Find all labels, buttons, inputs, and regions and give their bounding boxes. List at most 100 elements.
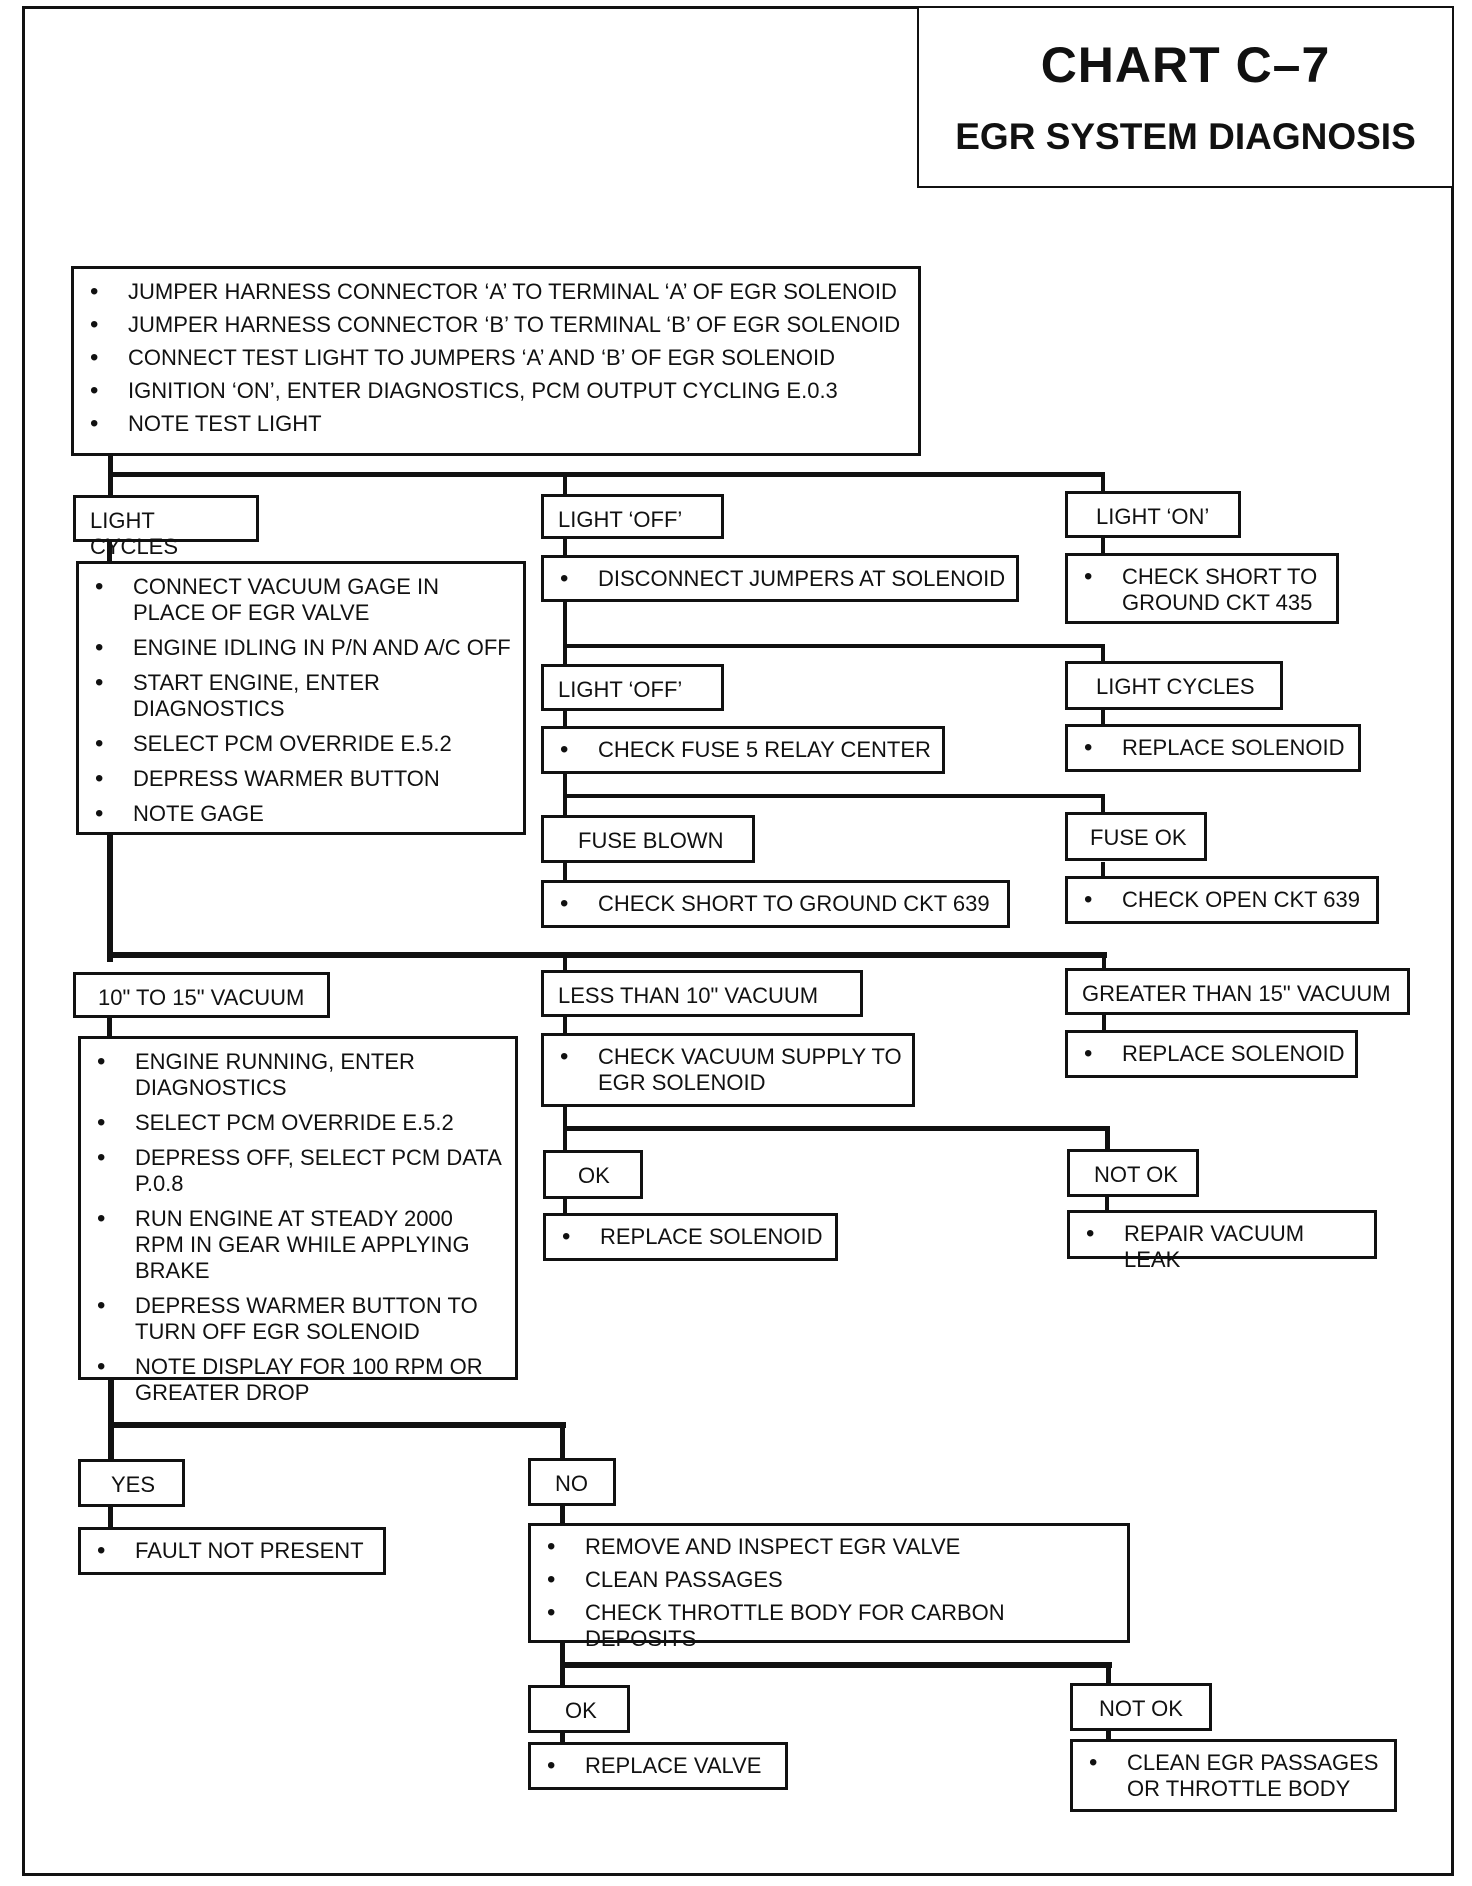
- valve-not-ok-label: NOT OK: [1070, 1683, 1212, 1731]
- step-item: DEPRESS OFF, SELECT PCM DATA P.0.8: [97, 1145, 505, 1197]
- connector-line: [560, 1662, 1112, 1668]
- step-item: CHECK VACUUM SUPPLY TO EGR SOLENOID: [560, 1044, 902, 1096]
- connector-line: [108, 1505, 113, 1528]
- step-item: DISCONNECT JUMPERS AT SOLENOID: [560, 566, 1006, 592]
- step-item: REPLACE VALVE: [547, 1753, 775, 1779]
- sub-light-off-label: LIGHT ‘OFF’: [541, 664, 724, 711]
- fault-not-present-box: FAULT NOT PRESENT: [78, 1527, 386, 1575]
- connector-line: [1106, 1662, 1111, 1686]
- check-vacuum-supply-box: CHECK VACUUM SUPPLY TO EGR SOLENOID: [541, 1033, 915, 1107]
- connector-line: [563, 600, 567, 665]
- connector-line: [1101, 644, 1105, 664]
- fuse-ok-label: FUSE OK: [1065, 812, 1207, 861]
- step-item: DEPRESS WARMER BUTTON TO TURN OFF EGR SO…: [97, 1293, 505, 1345]
- step-item: START ENGINE, ENTER DIAGNOSTICS: [95, 670, 513, 722]
- connector-line: [1101, 536, 1105, 555]
- less-than-10-label: LESS THAN 10" VACUUM: [541, 970, 863, 1017]
- connector-line: [563, 952, 567, 974]
- connector-line: [1101, 794, 1105, 814]
- connector-line: [108, 1377, 114, 1461]
- connector-line: [107, 540, 112, 564]
- connector-line: [1105, 1126, 1110, 1151]
- fuse-blown-step-box: CHECK SHORT TO GROUND CKT 639: [541, 880, 1010, 928]
- valve-ok-label: OK: [528, 1685, 630, 1733]
- connector-line: [560, 1504, 565, 1526]
- step-item: REPLACE SOLENOID: [562, 1224, 825, 1250]
- step-item: JUMPER HARNESS CONNECTOR ‘A’ TO TERMINAL…: [90, 279, 908, 305]
- light-cycles-label: LIGHT CYCLES: [73, 495, 259, 559]
- step-item: CHECK FUSE 5 RELAY CENTER: [560, 737, 932, 763]
- light-cycles-steps-box: CONNECT VACUUM GAGE IN PLACE OF EGR VALV…: [76, 561, 526, 835]
- connector-line: [563, 711, 567, 728]
- step-item: CLEAN EGR PASSAGES OR THROTTLE BODY: [1089, 1750, 1384, 1802]
- sub-light-cycles-label: LIGHT CYCLES: [1065, 661, 1283, 710]
- step-item: JUMPER HARNESS CONNECTOR ‘B’ TO TERMINAL…: [90, 312, 908, 338]
- step-item: SELECT PCM OVERRIDE E.5.2: [97, 1110, 505, 1136]
- step-item: ENGINE IDLING IN P/N AND A/C OFF: [95, 635, 513, 661]
- connector-line: [563, 472, 567, 496]
- vacuum-10-15-label: 10" TO 15" VACUUM: [73, 972, 330, 1018]
- step-item: NOTE TEST LIGHT: [90, 411, 908, 437]
- step-item: CHECK OPEN CKT 639: [1084, 887, 1366, 913]
- step-item: SELECT PCM OVERRIDE E.5.2: [95, 731, 513, 757]
- step-item: REPAIR VACUUM LEAK: [1086, 1221, 1364, 1273]
- light-on-step-box: CHECK SHORT TO GROUND CKT 435: [1065, 553, 1339, 624]
- vacuum-ok-step-box: REPLACE SOLENOID: [543, 1213, 838, 1261]
- initial-test-box: JUMPER HARNESS CONNECTOR ‘A’ TO TERMINAL…: [71, 266, 921, 456]
- clean-egr-passages-box: CLEAN EGR PASSAGES OR THROTTLE BODY: [1070, 1739, 1397, 1812]
- connector-line: [563, 644, 1105, 648]
- repair-vacuum-leak-box: REPAIR VACUUM LEAK: [1067, 1210, 1377, 1272]
- step-item: ENGINE RUNNING, ENTER DIAGNOSTICS: [97, 1049, 505, 1101]
- connector-line: [1101, 862, 1105, 882]
- vacuum-ok-label: OK: [543, 1150, 643, 1199]
- connector-line: [1101, 472, 1105, 494]
- step-item: IGNITION ‘ON’, ENTER DIAGNOSTICS, PCM OU…: [90, 378, 908, 404]
- step-item: NOTE DISPLAY FOR 100 RPM OR GREATER DROP: [97, 1354, 505, 1406]
- step-item: DEPRESS WARMER BUTTON: [95, 766, 513, 792]
- inspect-egr-valve-box: REMOVE AND INSPECT EGR VALVE CLEAN PASSA…: [528, 1523, 1130, 1651]
- connector-line: [563, 1197, 567, 1215]
- connector-line: [107, 952, 1107, 958]
- check-fuse-box: CHECK FUSE 5 RELAY CENTER: [541, 726, 945, 774]
- vacuum-10-15-steps-box: ENGINE RUNNING, ENTER DIAGNOSTICS SELECT…: [78, 1036, 518, 1405]
- greater-15-step-box: REPLACE SOLENOID: [1065, 1030, 1358, 1078]
- step-item: CHECK THROTTLE BODY FOR CARBON DEPOSITS: [547, 1600, 1117, 1652]
- fuse-ok-step-box: CHECK OPEN CKT 639: [1065, 876, 1379, 924]
- connector-line: [1101, 710, 1105, 726]
- page-border: [22, 6, 1454, 1876]
- connector-line: [107, 832, 113, 962]
- vacuum-not-ok-label: NOT OK: [1067, 1149, 1199, 1197]
- connector-line: [560, 1422, 565, 1460]
- step-item: REMOVE AND INSPECT EGR VALVE: [547, 1534, 1117, 1560]
- step-item: FAULT NOT PRESENT: [97, 1538, 373, 1564]
- connector-line: [563, 794, 1105, 798]
- step-item: REPLACE SOLENOID: [1084, 735, 1348, 761]
- connector-line: [1102, 952, 1106, 972]
- title-box: CHART C–7 EGR SYSTEM DIAGNOSIS: [917, 6, 1454, 188]
- step-item: CHECK SHORT TO GROUND CKT 639: [560, 891, 997, 917]
- no-label: NO: [528, 1458, 616, 1506]
- connector-line: [563, 537, 567, 557]
- replace-valve-box: REPLACE VALVE: [528, 1742, 788, 1790]
- light-off-step-box: DISCONNECT JUMPERS AT SOLENOID: [541, 555, 1019, 602]
- step-item: RUN ENGINE AT STEADY 2000 RPM IN GEAR WH…: [97, 1206, 505, 1284]
- step-item: REPLACE SOLENOID: [1084, 1041, 1345, 1067]
- yes-label: YES: [78, 1459, 185, 1507]
- replace-solenoid-box: REPLACE SOLENOID: [1065, 724, 1361, 772]
- step-item: CONNECT TEST LIGHT TO JUMPERS ‘A’ AND ‘B…: [90, 345, 908, 371]
- connector-line: [107, 1015, 112, 1039]
- chart-title: CHART C–7: [1040, 37, 1331, 93]
- connector-line: [563, 862, 567, 882]
- connector-line: [1102, 1014, 1106, 1032]
- greater-than-15-label: GREATER THAN 15" VACUUM: [1065, 968, 1410, 1015]
- connector-line: [563, 1016, 567, 1037]
- connector-line: [563, 1126, 1109, 1131]
- chart-subtitle: EGR SYSTEM DIAGNOSIS: [955, 116, 1416, 157]
- light-off-label: LIGHT ‘OFF’: [541, 494, 724, 539]
- step-item: CLEAN PASSAGES: [547, 1567, 1117, 1593]
- connector-line: [108, 1422, 566, 1428]
- fuse-blown-label: FUSE BLOWN: [541, 815, 755, 863]
- step-item: CHECK SHORT TO GROUND CKT 435: [1084, 564, 1326, 616]
- step-item: CONNECT VACUUM GAGE IN PLACE OF EGR VALV…: [95, 574, 513, 626]
